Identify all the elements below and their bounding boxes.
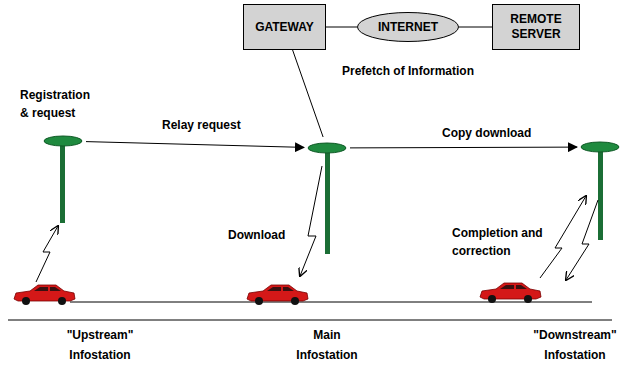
node-label: INTERNET: [378, 20, 438, 35]
server-box: REMOTE SERVER: [492, 4, 580, 50]
station-label: "Upstream" Infostation: [60, 325, 140, 365]
connector: [86, 142, 304, 148]
edge-label: Prefetch of Information: [340, 62, 476, 80]
station-label: Main Infostation: [287, 325, 367, 365]
car-icon: [247, 285, 308, 305]
network-ellipse: INTERNET: [357, 12, 459, 42]
car-icon: [480, 283, 541, 303]
road-line: [70, 302, 592, 303]
wireless-link: [566, 200, 598, 280]
infostation-antenna: Main Infostation: [304, 137, 350, 159]
edge-label: Relay request: [160, 116, 243, 134]
infostation-antenna: "Downstream" Infostation: [577, 136, 623, 158]
antenna-head: [40, 130, 86, 152]
node-label: REMOTE SERVER: [497, 12, 575, 42]
antenna-head: [577, 136, 623, 158]
antenna-pole: [598, 147, 603, 240]
car-icon: [14, 285, 75, 305]
wireless-link: [300, 166, 322, 276]
antenna-head: [304, 137, 350, 159]
node-label: GATEWAY: [255, 20, 314, 35]
wireless-link: [36, 226, 58, 282]
connector: [326, 27, 357, 28]
connector: [350, 147, 577, 149]
station-label: "Downstream" Infostation: [527, 325, 623, 365]
edge-label: Copy download: [440, 124, 533, 142]
antenna-pole: [60, 141, 65, 223]
road-line: [8, 320, 612, 321]
server-box: GATEWAY: [243, 4, 326, 50]
antenna-pole: [325, 148, 330, 254]
connector: [459, 27, 492, 28]
annotation-label: Download: [226, 226, 287, 244]
infostation-antenna: "Upstream" Infostation: [40, 130, 86, 152]
annotation-label: Completion and correction: [450, 224, 550, 260]
connector: [293, 50, 324, 137]
annotation-label: Registration & request: [18, 86, 102, 122]
